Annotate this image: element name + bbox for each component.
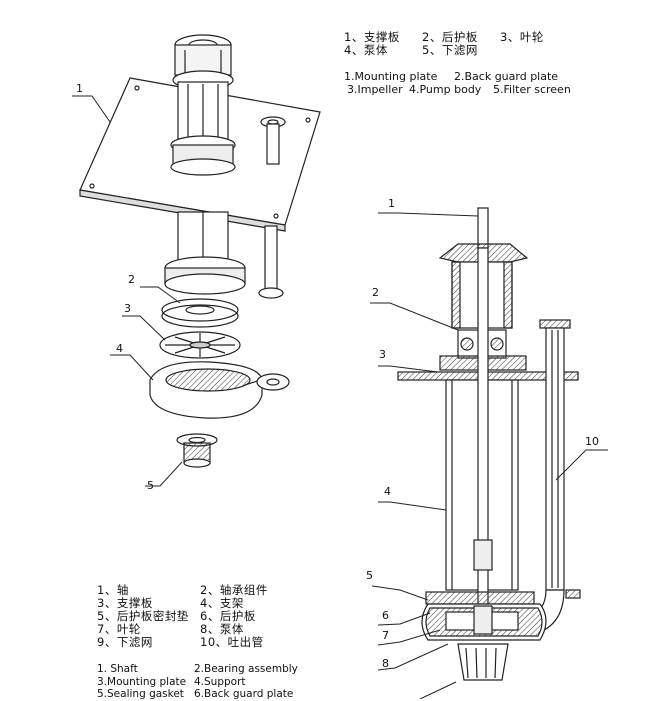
legend-item: 8、泵体 (200, 622, 244, 636)
pump-body-outlet (256, 373, 290, 391)
callout-right-10: 10 (585, 435, 599, 448)
plate-hole (273, 213, 279, 219)
bottom-legend-en: 1. Shaft 2.Bearing assembly 3.Mounting pl… (97, 663, 298, 701)
callout-right-4: 4 (384, 485, 391, 498)
legend-item: 4.Pump body (409, 83, 482, 96)
callout-right-5: 5 (366, 569, 373, 582)
legend-item: 4、支架 (200, 596, 244, 610)
top-legend-cn-line2: 4、泵体 5、下滤网 (344, 44, 571, 57)
callout-left-1: 1 (76, 82, 83, 95)
left-leaders (72, 95, 183, 487)
legend-item: 4、泵体 (344, 43, 388, 57)
legend-item: 3、支撑板 (97, 596, 153, 610)
legend-item: 2.Back guard plate (454, 70, 559, 83)
legend-item: 6、后护板 (200, 609, 256, 623)
legend-item: 1、轴 (97, 583, 129, 597)
exploded-view (79, 34, 321, 468)
top-legend-en-line1: 1.Mounting plate 2.Back guard plate (344, 70, 571, 83)
top-legend-cn-line1: 1、支撑板 2、后护板 3、叶轮 (344, 31, 571, 44)
callout-left-4: 4 (116, 342, 123, 355)
top-legend-en-line2: 3.Impeller 4.Pump body 5.Filter screen (344, 83, 571, 96)
callout-right-6: 6 (382, 609, 389, 622)
back-guard-plate (161, 298, 239, 322)
legend-item: 7、叶轮 (97, 622, 141, 636)
callout-right-8: 8 (382, 657, 389, 670)
discharge-pipe-lower (264, 225, 278, 292)
callout-right-3: 3 (379, 348, 386, 361)
legend-item: 2.Bearing assembly (194, 663, 298, 675)
legend-item: 10、吐出管 (200, 635, 264, 649)
bottom-legend-cn: 1、轴 2、轴承组件 3、支撑板 4、支架 5、后护板密封垫 6、后护板 7、叶轮 8、… (97, 584, 268, 649)
legend-item: 5.Sealing gasket (97, 688, 184, 700)
legend-item: 3.Impeller (347, 83, 403, 96)
legend-item: 1.Mounting plate (344, 70, 438, 83)
legend-item: 1. Shaft (97, 663, 138, 675)
callout-left-2: 2 (128, 273, 135, 286)
legend-item: 6.Back guard plate (194, 688, 294, 700)
plate-hole (134, 85, 140, 91)
discharge-pipe-upper (266, 123, 280, 165)
shaft (477, 207, 489, 249)
callout-right-2: 2 (372, 286, 379, 299)
section-view (397, 207, 581, 681)
right-leaders (370, 212, 608, 699)
legend-item: 9、下滤网 (97, 635, 153, 649)
legend-item: 1、支撑板 (344, 30, 400, 44)
plate-hole (305, 117, 311, 123)
discharge-flange-top (539, 319, 571, 329)
callout-right-7: 7 (382, 629, 389, 642)
legend-item: 3.Mounting plate (97, 675, 187, 688)
callout-left-3: 3 (124, 302, 131, 315)
top-legend: 1、支撑板 2、后护板 3、叶轮 4、泵体 5、下滤网 1.Mounting plat… (344, 31, 571, 97)
callout-left-5: 5 (147, 479, 154, 492)
legend-item: 3、叶轮 (500, 30, 544, 44)
back-guard-plate-section (425, 591, 535, 605)
callout-right-1: 1 (388, 197, 395, 210)
upper-housing (174, 44, 232, 76)
discharge-pipe (545, 327, 565, 591)
legend-item: 5.Filter screen (493, 83, 571, 96)
legend-item: 4.Support (194, 675, 246, 688)
plate-hole (89, 183, 95, 189)
legend-item: 5、下滤网 (422, 43, 478, 57)
legend-item: 2、轴承组件 (200, 583, 268, 597)
legend-item: 2、后护板 (422, 30, 478, 44)
legend-item: 5、后护板密封垫 (97, 609, 189, 623)
